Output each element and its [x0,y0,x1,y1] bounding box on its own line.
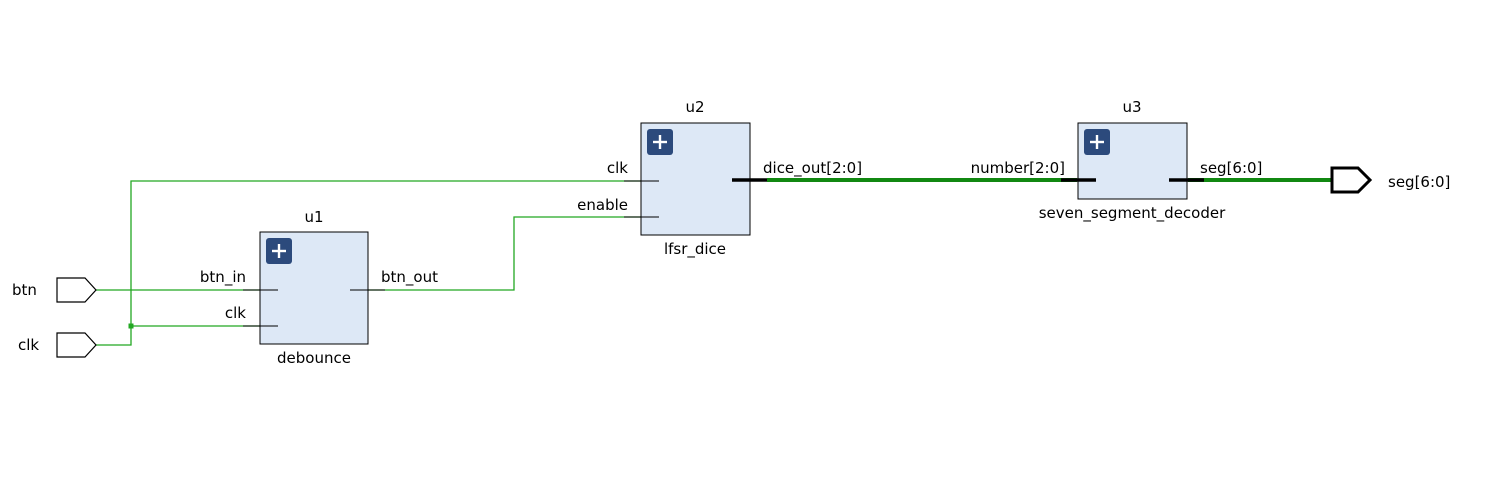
instance-u1[interactable]: u1 btn_in clk btn_out debounce [200,208,438,367]
expand-button-u2[interactable] [647,129,673,155]
pin-u3-seg[interactable]: seg[6:0] [1200,159,1262,177]
input-port-icon [56,332,97,358]
instance-u3-cell: seven_segment_decoder [1039,204,1226,223]
expand-button-u3[interactable] [1084,129,1110,155]
port-seg-label: seg[6:0] [1388,173,1450,191]
net-clk[interactable] [96,180,643,346]
input-port-icon [56,277,97,303]
pin-u2-enable[interactable]: enable [577,196,628,214]
net-btn-out[interactable] [368,216,643,291]
port-clk-label: clk [18,336,39,354]
instance-u2-name: u2 [685,98,704,116]
pin-u1-btn-out[interactable]: btn_out [381,268,438,287]
output-port-icon [1330,166,1373,194]
instance-u2[interactable]: u2 clk enable dice_out[2:0] lfsr_dice [577,98,862,259]
nets [96,178,1332,346]
instance-u2-body[interactable] [640,122,751,236]
instance-u3-name: u3 [1122,98,1141,116]
pin-u1-clk[interactable]: clk [225,304,246,322]
pin-u2-dice-out[interactable]: dice_out[2:0] [763,159,862,178]
pin-u3-number[interactable]: number[2:0] [971,159,1065,177]
instance-u3[interactable]: u3 number[2:0] seg[6:0] seven_segment_de… [971,98,1263,223]
instance-u2-cell: lfsr_dice [664,240,726,259]
port-seg[interactable]: seg[6:0] [1330,166,1450,194]
pin-u1-btn-in[interactable]: btn_in [200,268,246,287]
net-clk-junction [128,323,134,329]
instance-u1-cell: debounce [277,349,351,367]
port-btn[interactable]: btn [12,277,97,303]
port-btn-label: btn [12,281,37,299]
instance-u1-name: u1 [304,208,323,226]
expand-button-u1[interactable] [266,238,292,264]
port-clk[interactable]: clk [18,332,97,358]
pin-u2-clk[interactable]: clk [607,159,628,177]
